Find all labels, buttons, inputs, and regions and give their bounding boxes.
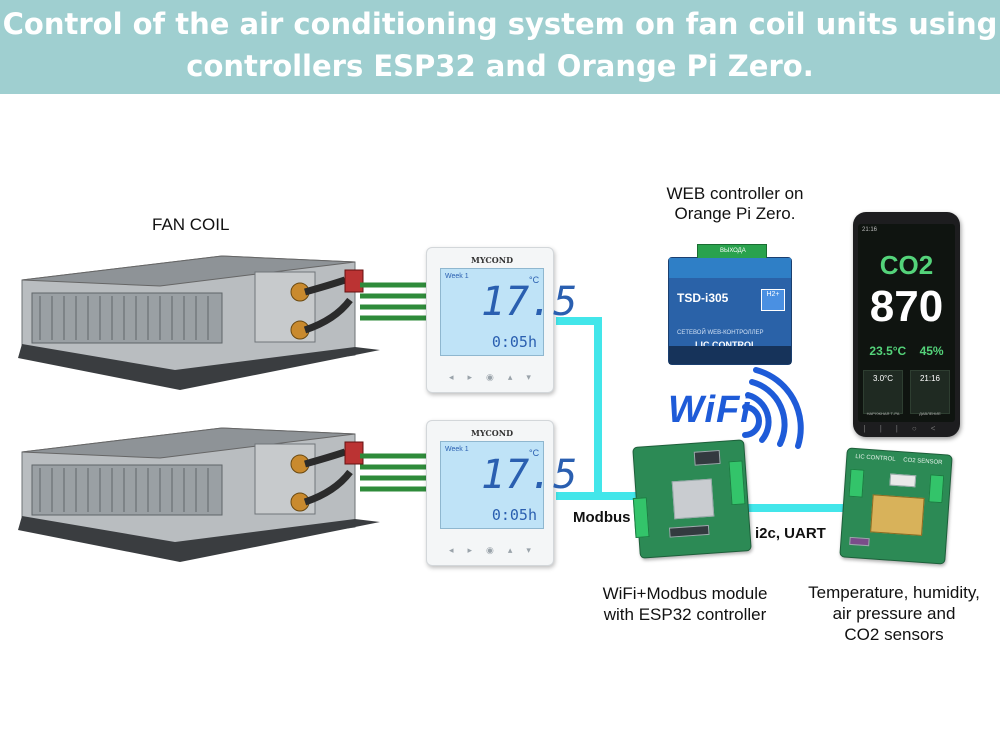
wifi-signal-icon bbox=[742, 367, 804, 449]
wifi-label: WiFi bbox=[668, 389, 752, 431]
thermostat-time: 0:05h bbox=[491, 506, 537, 524]
modbus-terminal bbox=[632, 497, 650, 539]
device-badge: H2+ bbox=[761, 289, 785, 311]
device-subtitle: СЕТЕВОЙ WEB-КОНТРОЛЛЕР bbox=[677, 330, 764, 336]
thermostat-brand: MYCOND bbox=[471, 428, 514, 438]
humidity-sensor-chip bbox=[849, 536, 870, 547]
co2-sensor-module bbox=[870, 494, 925, 536]
esp32-module-label-line1: WiFi+Modbus module bbox=[602, 584, 768, 603]
esp32-module-label-line2: with ESP32 controller bbox=[603, 605, 767, 624]
thermostat-bottom: MYCOND Week 1 17.5 °C 0:05h ◂▸◉▴▾ bbox=[426, 420, 577, 566]
device-top-panel bbox=[669, 258, 791, 278]
page-title: Control of the air conditioning system o… bbox=[0, 0, 1000, 94]
web-controller-label-line1: WEB controller on bbox=[666, 184, 804, 203]
i2c-terminal bbox=[728, 460, 746, 506]
sensors-label-line3: CO2 sensors bbox=[844, 625, 944, 644]
smartphone: 21:16 CO2 870 23.5°C 45% 3.0°C НАРУЖНАЯ … bbox=[853, 212, 960, 437]
phone-screen: 21:16 CO2 870 23.5°C 45% 3.0°C НАРУЖНАЯ … bbox=[858, 224, 955, 422]
thermostat-top: MYCOND Week 1 17.5 °C 0:05h ◂▸◉▴▾ bbox=[426, 247, 577, 393]
device-brand: LIC CONTROL bbox=[695, 340, 757, 350]
sensors-label: Temperature, humidity, air pressure and … bbox=[790, 582, 998, 645]
thermostat-buttons: ◂▸◉▴▾ bbox=[449, 545, 545, 555]
esp32-chip bbox=[671, 478, 715, 520]
pressure-clock: 21:16 bbox=[919, 374, 941, 383]
web-controller-label-line2: Orange Pi Zero. bbox=[674, 204, 796, 223]
thermostat-screen: Week 1 17.5 °C 0:05h bbox=[440, 441, 577, 529]
esp32-module-board bbox=[632, 439, 752, 559]
thermostat-week: Week 1 bbox=[445, 446, 469, 453]
co2-label: CO2 bbox=[879, 250, 934, 280]
sensor-board: LIC CONTROL CO2 SENSOR bbox=[839, 447, 953, 565]
regulator-chip bbox=[693, 449, 721, 466]
sensor-terminal-left bbox=[848, 468, 865, 498]
sensor-board-silk-1: LIC CONTROL bbox=[855, 454, 896, 463]
thermostat-unit: °C bbox=[529, 275, 540, 285]
sensor-board-silk-2: CO2 SENSOR bbox=[902, 457, 943, 467]
indoor-temperature: 23.5°C bbox=[869, 344, 907, 358]
phone-status-time: 21:16 bbox=[862, 227, 878, 233]
sensor-terminal-right bbox=[928, 474, 945, 504]
modbus-bus-line bbox=[556, 317, 848, 512]
thermostat-screen: Week 1 17.5 °C 0:05h bbox=[440, 268, 577, 356]
fan-coil-unit-top bbox=[18, 255, 380, 390]
modbus-label: Modbus bbox=[573, 509, 631, 526]
co2-value: 870 bbox=[869, 282, 944, 331]
title-line-1: Control of the air conditioning system o… bbox=[2, 7, 998, 41]
fan-coil-unit-bottom bbox=[18, 427, 380, 562]
fan-coil-label: FAN COIL bbox=[152, 215, 230, 234]
indoor-humidity: 45% bbox=[919, 344, 944, 358]
outdoor-temp-value: 3.0°C bbox=[872, 374, 894, 383]
esp32-module-label: WiFi+Modbus module with ESP32 controller bbox=[580, 583, 790, 625]
fan-coil-wires bbox=[360, 282, 426, 492]
outdoor-temp-label: НАРУЖНАЯ Т-РА bbox=[866, 411, 900, 416]
thermostat-temperature: 17.5 bbox=[481, 279, 578, 325]
temp-humidity-row: 23.5°C 45% bbox=[858, 344, 955, 358]
device-model: TSD-i305 bbox=[677, 291, 729, 305]
thermostat-week: Week 1 bbox=[445, 273, 469, 280]
title-line-2: controllers ESP32 and Orange Pi Zero. bbox=[186, 49, 814, 83]
sensors-label-line1: Temperature, humidity, bbox=[808, 583, 980, 602]
outdoor-temp-tile[interactable]: 3.0°C НАРУЖНАЯ Т-РА bbox=[863, 370, 903, 416]
thermostat-time: 0:05h bbox=[491, 333, 537, 351]
thermostat-buttons: ◂▸◉▴▾ bbox=[449, 372, 545, 382]
web-controller-label: WEB controller on Orange Pi Zero. bbox=[640, 184, 830, 224]
thermostat-temperature: 17.5 bbox=[481, 452, 578, 498]
device-terminals-bottom bbox=[669, 346, 791, 364]
thermostat-unit: °C bbox=[529, 448, 540, 458]
pressure-tile[interactable]: 21:16 ДАВЛЕНИЕ bbox=[910, 370, 950, 416]
sensors-label-line2: air pressure and bbox=[832, 604, 956, 623]
terminal-label: ВЫХОДА bbox=[720, 248, 746, 254]
transceiver-chip bbox=[668, 524, 710, 538]
web-controller-device: ВЫХОДА TSD-i305 H2+ СЕТЕВОЙ WEB-КОНТРОЛЛ… bbox=[668, 244, 792, 365]
i2c-uart-label: i2c, UART bbox=[755, 525, 826, 542]
thermostat-brand: MYCOND bbox=[471, 255, 514, 265]
pressure-sensor-chip bbox=[889, 473, 917, 488]
pressure-label: ДАВЛЕНИЕ bbox=[919, 411, 941, 416]
phone-nav-buttons: |||○< bbox=[863, 424, 950, 433]
